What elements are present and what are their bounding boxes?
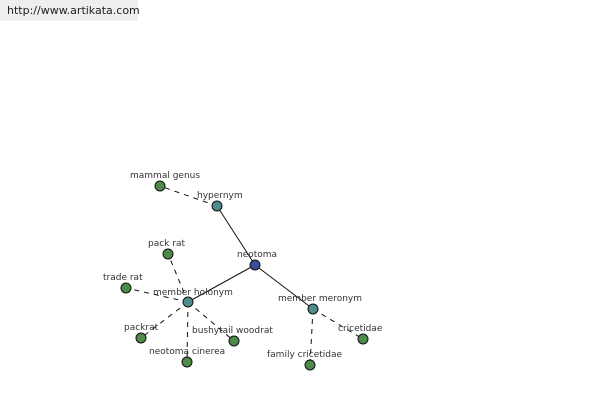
edge-member-holonym-pack-rat [167, 253, 189, 303]
node-label-mammal-genus[interactable]: mammal genus [130, 171, 200, 181]
node-label-neotoma[interactable]: neotoma [237, 250, 277, 260]
source-url[interactable]: http://www.artikata.com [0, 0, 140, 21]
nodes-layer [120, 180, 369, 371]
edge-neotoma-member-meronym [254, 264, 314, 310]
edges-layer [125, 185, 364, 366]
edge-member-holonym-bushytail-woodrat [187, 301, 235, 342]
node-label-family-cricetidae[interactable]: family cricetidae [267, 350, 343, 360]
node-label-cricetidae[interactable]: cricetidae [338, 324, 383, 334]
edge-member-holonym-neotoma-cinerea [186, 301, 189, 363]
node-label-hypernym[interactable]: hypernym [197, 191, 243, 201]
edge-member-holonym-trade-rat [125, 287, 189, 303]
node-bushytail-woodrat[interactable] [228, 335, 240, 347]
node-neotoma-cinerea[interactable] [181, 356, 193, 368]
node-label-bushytail-woodrat[interactable]: bushytail woodrat [192, 326, 273, 336]
node-cricetidae[interactable] [357, 333, 369, 345]
node-label-member-meronym[interactable]: member meronym [278, 294, 362, 304]
edge-neotoma-hypernym [216, 205, 256, 266]
node-mammal-genus[interactable] [154, 180, 166, 192]
node-packrat[interactable] [135, 332, 147, 344]
node-hypernym[interactable] [211, 200, 223, 212]
node-neotoma[interactable] [249, 259, 261, 271]
node-member-holonym[interactable] [182, 296, 194, 308]
node-family-cricetidae[interactable] [304, 359, 316, 371]
node-label-member-holonym[interactable]: member holonym [153, 288, 233, 298]
node-label-trade-rat[interactable]: trade rat [103, 273, 143, 283]
edge-neotoma-member-holonym [187, 264, 256, 303]
node-label-pack-rat[interactable]: pack rat [148, 239, 185, 249]
node-label-packrat[interactable]: packrat [124, 323, 159, 333]
labels-layer: neotoma hypernym member holonym member mero… [103, 171, 383, 360]
edge-hypernym-mammal-genus [159, 185, 218, 207]
node-trade-rat[interactable] [120, 282, 132, 294]
node-member-meronym[interactable] [307, 303, 319, 315]
node-pack-rat[interactable] [162, 248, 174, 260]
node-label-neotoma-cinerea[interactable]: neotoma cinerea [149, 347, 225, 357]
